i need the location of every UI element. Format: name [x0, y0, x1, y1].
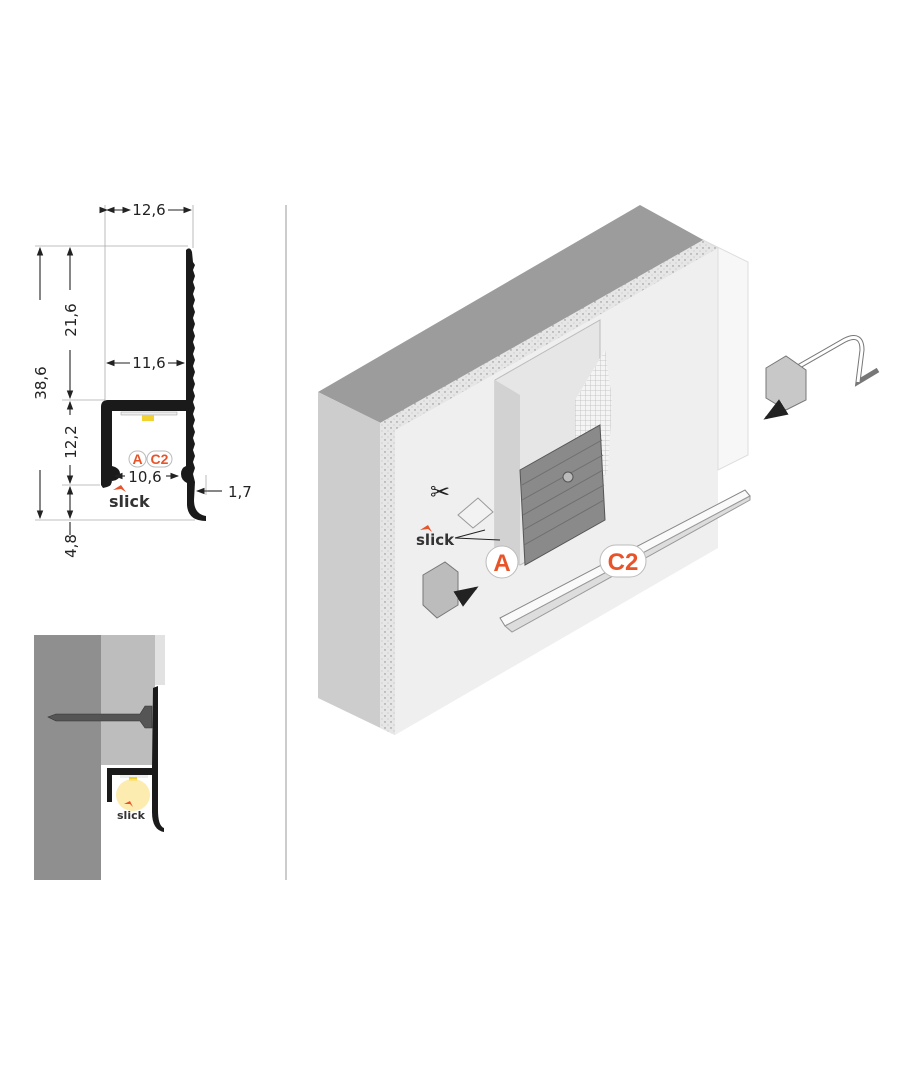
led-glow: [116, 779, 150, 811]
profile-drawing: 12,6 38,6 21,6 11,6 12,2 10,6 1,7 4,8 A …: [32, 201, 252, 558]
dim-channel-height: 12,2: [62, 425, 80, 458]
screw: [47, 705, 153, 729]
slick-logo-mark: [113, 485, 126, 492]
wall-core: [380, 240, 718, 735]
installation-view: ✂ slick A C2: [318, 205, 880, 735]
install-badge-c2: C2: [608, 549, 639, 576]
scissors-icon: ✂: [430, 478, 450, 506]
dim-opening-width: 10,6: [128, 468, 161, 486]
section-view: slick: [34, 635, 165, 880]
dim-lip: 1,7: [228, 483, 252, 501]
wall-top-face: [318, 205, 718, 430]
dim-height-total: 38,6: [32, 366, 50, 399]
arrow-connector-icon: [763, 399, 789, 420]
mounting-clip: [457, 497, 494, 529]
cable-connector: [765, 355, 807, 411]
wall-left-face: [318, 392, 395, 735]
dim-inner-width-top: 11,6: [132, 354, 165, 372]
arrow-end-cap-icon: [453, 586, 479, 607]
install-badge-a: A: [493, 550, 510, 577]
badge-a: A: [132, 451, 142, 467]
section-profile: [107, 686, 164, 832]
installed-profile: [519, 424, 606, 566]
install-slick-logo: slick: [416, 531, 455, 549]
dim-lower: 4,8: [62, 534, 80, 558]
dim-width-total: 12,6: [132, 201, 165, 219]
screw-head: [562, 471, 574, 483]
section-slick-logo: slick: [117, 809, 146, 822]
slick-logo: slick: [109, 492, 150, 511]
led-chip: [142, 415, 154, 421]
dim-upper-height: 21,6: [62, 303, 80, 336]
badge-c2: C2: [151, 451, 169, 467]
